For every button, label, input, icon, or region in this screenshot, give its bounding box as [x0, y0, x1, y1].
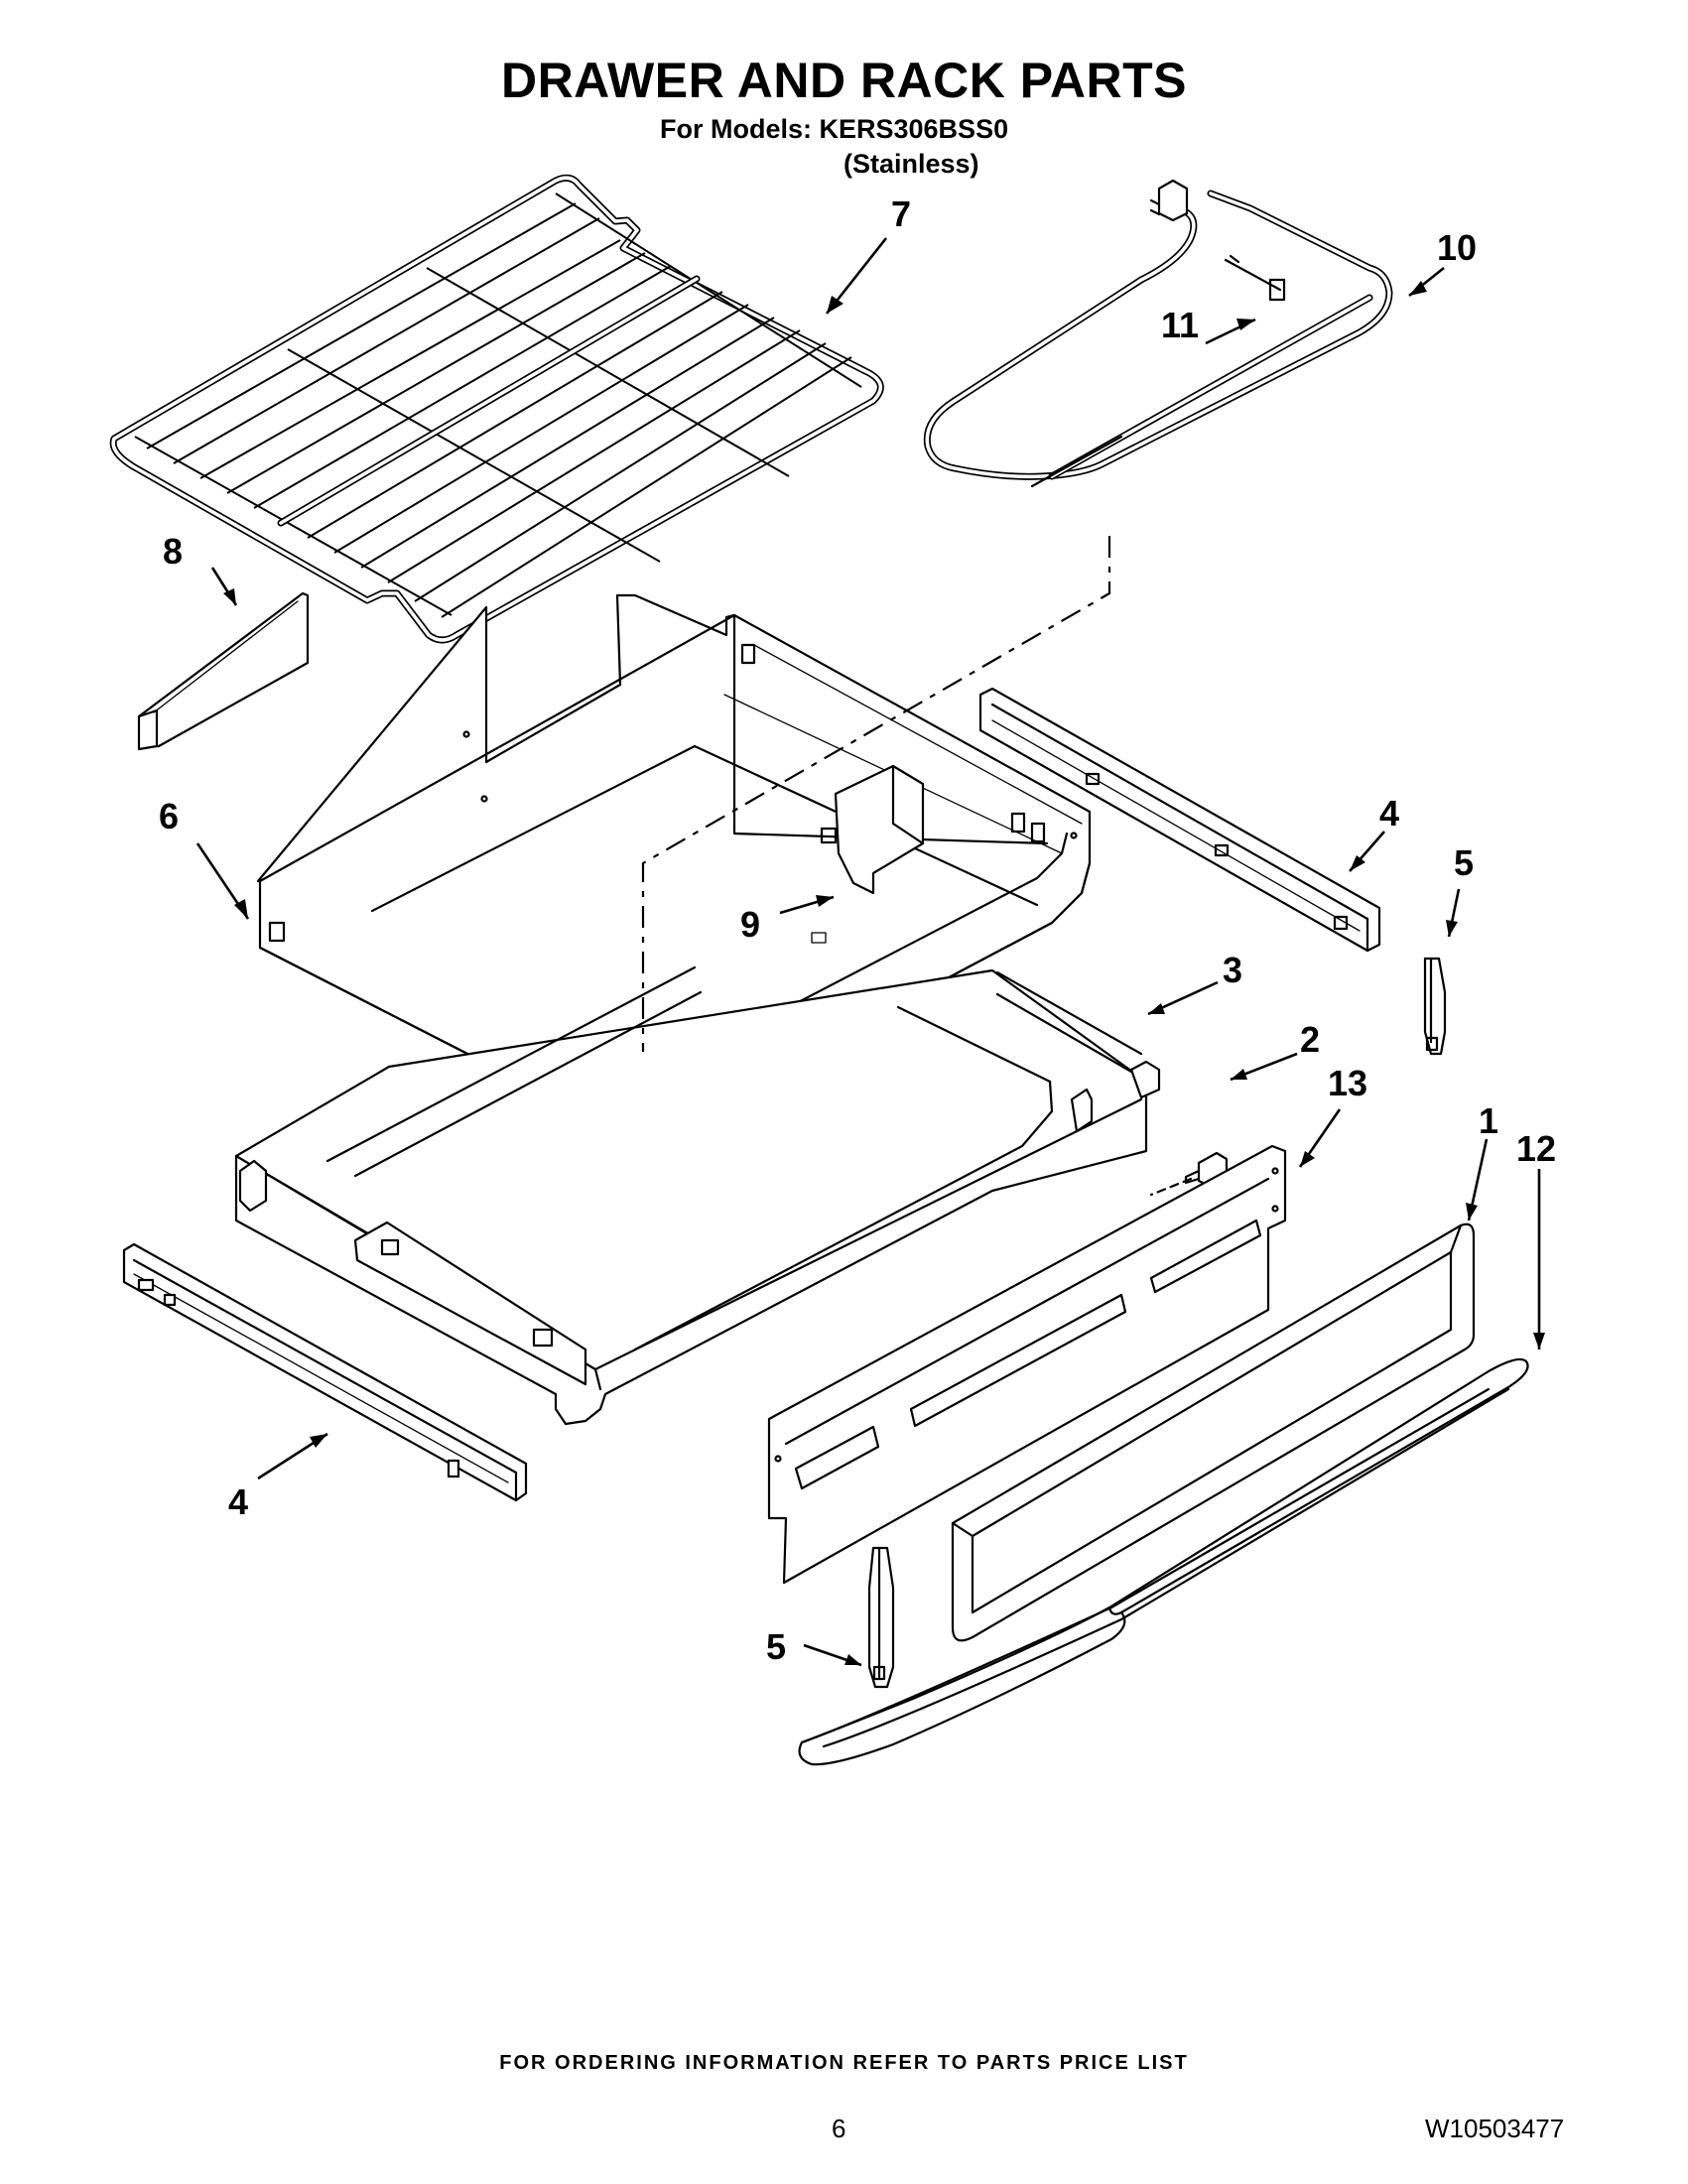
- drawer-front-part-1: [951, 1222, 1476, 1642]
- ordering-note: FOR ORDERING INFORMATION REFER TO PARTS …: [499, 2052, 1189, 2074]
- oven-rack-part-7: [109, 174, 884, 644]
- side-shield-part-8: [137, 591, 310, 751]
- callout-5-lower: 5: [766, 1626, 786, 1667]
- inner-drawer-panel-part-13: [767, 1144, 1287, 1585]
- callout-4-lower: 4: [228, 1481, 248, 1522]
- callout-1: 1: [1479, 1100, 1498, 1141]
- page-title: DRAWER AND RACK PARTS: [500, 53, 1188, 108]
- callout-12: 12: [1516, 1128, 1556, 1169]
- callout-6: 6: [159, 796, 179, 836]
- drawer-side-rail-slot: [353, 1220, 587, 1386]
- callout-9: 9: [740, 904, 760, 945]
- callout-10: 10: [1437, 227, 1477, 268]
- alignment-line: [641, 536, 1111, 1052]
- callout-7: 7: [891, 193, 911, 234]
- page-number: 6: [832, 2114, 846, 2143]
- rail-bracket-part-5-upper: [1423, 957, 1447, 1056]
- callout-2: 2: [1300, 1019, 1320, 1060]
- callout-arrows: [195, 237, 1545, 1667]
- callout-13: 13: [1328, 1063, 1367, 1103]
- drawer-outer-part-3: [234, 965, 1161, 1426]
- drawer-handle-part-12: [798, 1357, 1529, 1766]
- rack-cross-wires: [146, 202, 852, 618]
- model-variant: (Stainless): [844, 149, 979, 179]
- callout-3: 3: [1223, 950, 1242, 990]
- element-clip-part-11: [1224, 254, 1286, 302]
- rack-long-wires: [134, 193, 862, 616]
- element-terminal-bracket: [1157, 179, 1189, 222]
- models-line: For Models: KERS306BSS0: [660, 114, 1009, 144]
- callout-5-upper: 5: [1454, 842, 1474, 883]
- callout-4-upper: 4: [1379, 793, 1399, 834]
- document-number: W10503477: [1425, 2114, 1565, 2143]
- slide-rail-part-4-right: [978, 687, 1381, 953]
- rail-bracket-part-5-lower: [867, 1546, 895, 1689]
- callout-8: 8: [163, 531, 183, 572]
- slide-rail-part-4-left: [122, 1242, 528, 1502]
- callout-11: 11: [1161, 305, 1199, 345]
- center-bracket-part-9: [811, 764, 925, 944]
- bake-element-part-10: [923, 179, 1393, 488]
